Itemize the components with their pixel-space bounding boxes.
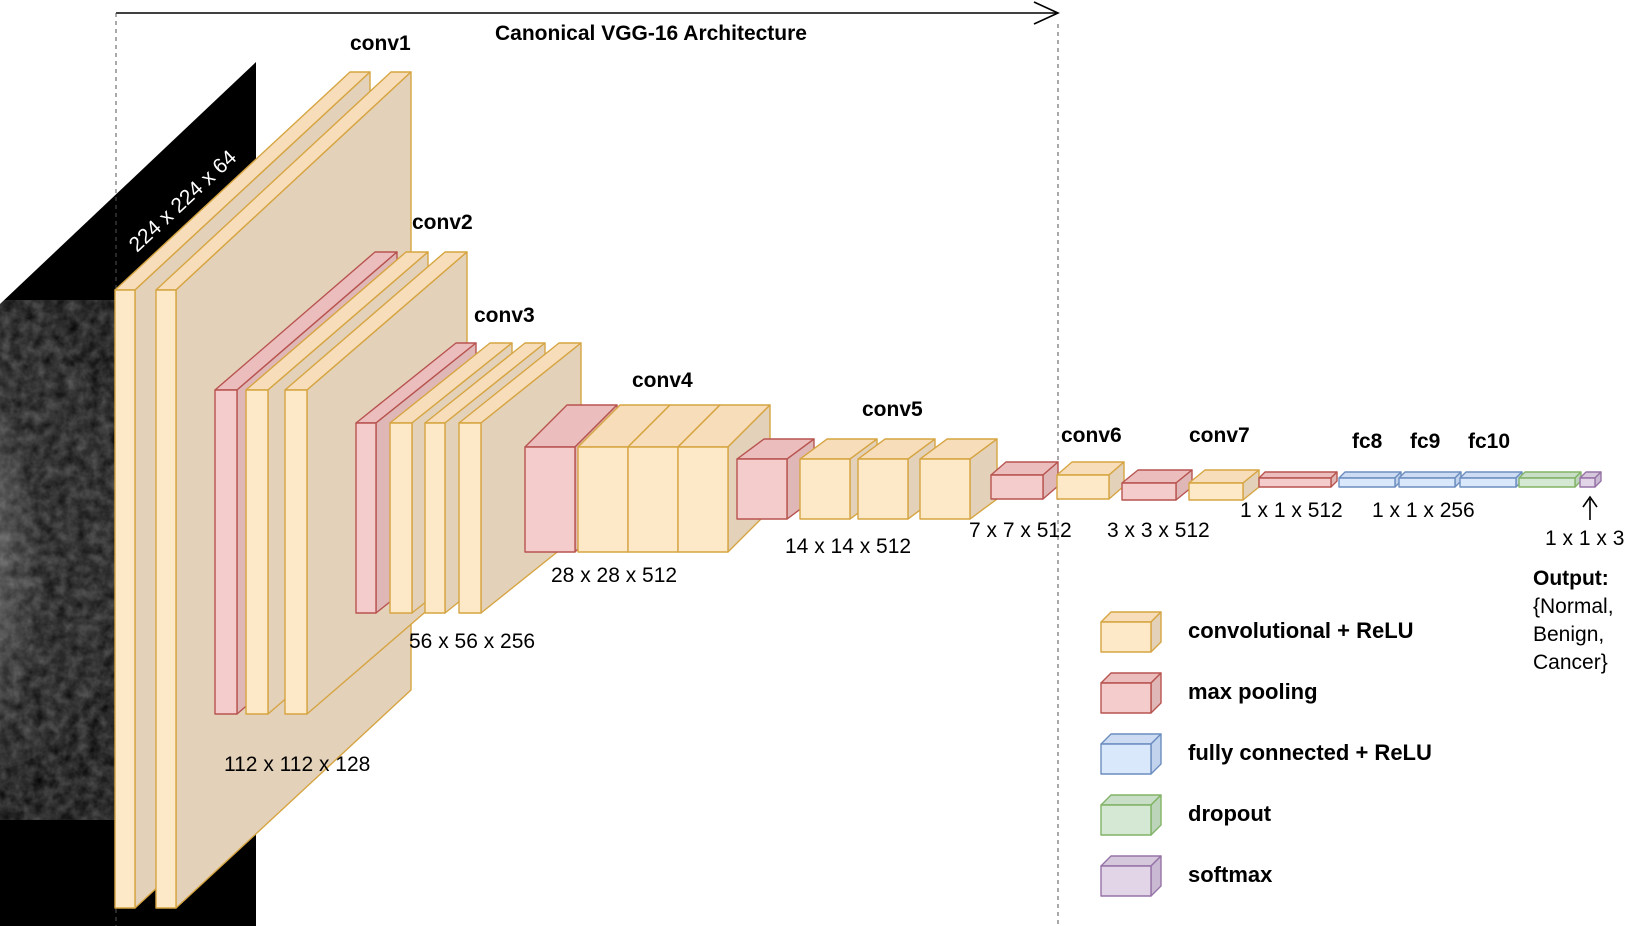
softmax-layer [1579, 471, 1602, 488]
output-class-benign: Benign, [1533, 623, 1605, 646]
legend-label-fc: fully connected + ReLU [1188, 740, 1432, 765]
fc8-layer [1338, 471, 1402, 488]
conv7-layer [1188, 469, 1260, 501]
fc9-layer [1398, 471, 1462, 488]
conv6-layer [1056, 461, 1125, 500]
fc9-fc10-dim-label: 1 x 1 x 256 [1372, 499, 1475, 522]
conv4-dim-label: 28 x 28 x 512 [551, 564, 677, 587]
conv2-dim-label: 112 x 112 x 128 [224, 753, 370, 776]
output-dim-label: 1 x 1 x 3 [1545, 527, 1624, 550]
legend-label-softmax: softmax [1188, 862, 1273, 887]
legend-swatch-softmax [1100, 855, 1162, 897]
diagram-title: Canonical VGG-16 Architecture [495, 22, 807, 45]
legend-swatch-dropout [1100, 794, 1162, 836]
conv3-dim-label: 56 x 56 x 256 [409, 630, 535, 653]
conv5-dim-label: 14 x 14 x 512 [785, 535, 911, 558]
output-class-normal: {Normal, [1533, 595, 1614, 618]
conv4-label: conv4 [632, 369, 693, 392]
fc8-pool [1258, 471, 1338, 488]
output-arrow [1582, 495, 1598, 520]
output-title: Output: [1533, 567, 1609, 590]
fc10-layer [1459, 471, 1523, 488]
output-description: Output: {Normal, Benign, Cancer} [1533, 565, 1614, 677]
conv5-layer-3 [919, 438, 998, 520]
legend-swatch-conv [1100, 611, 1162, 653]
conv6-dim-label: 7 x 7 x 512 [969, 519, 1072, 542]
legend-swatch-pool [1100, 672, 1162, 714]
dropout-layer [1518, 471, 1582, 488]
block-labels: conv1 conv2 conv3 conv4 conv5 conv6 conv… [350, 32, 1510, 453]
fc8-dim-label: 1 x 1 x 512 [1240, 499, 1343, 522]
legend-swatch-fc [1100, 733, 1162, 775]
bracket-arrow-head [1033, 1, 1060, 25]
legend-label-pool: max pooling [1188, 679, 1318, 704]
conv6-pool [990, 461, 1059, 500]
fc10-label: fc10 [1468, 430, 1510, 453]
conv5-label: conv5 [862, 398, 923, 421]
conv3-label: conv3 [474, 304, 535, 327]
layer-blocks [114, 71, 1602, 909]
conv2-label: conv2 [412, 211, 473, 234]
legend-label-dropout: dropout [1188, 801, 1272, 826]
conv6-label: conv6 [1061, 424, 1122, 447]
conv1-label: conv1 [350, 32, 411, 55]
conv7-dim-label: 3 x 3 x 512 [1107, 519, 1210, 542]
legend-label-conv: convolutional + ReLU [1188, 618, 1414, 643]
fc8-label: fc8 [1352, 430, 1383, 453]
legend: convolutional + ReLU max pooling fully con… [1100, 611, 1432, 897]
fc9-label: fc9 [1410, 430, 1440, 453]
conv7-label: conv7 [1189, 424, 1250, 447]
output-class-cancer: Cancer} [1533, 651, 1608, 674]
conv7-pool [1121, 469, 1193, 501]
